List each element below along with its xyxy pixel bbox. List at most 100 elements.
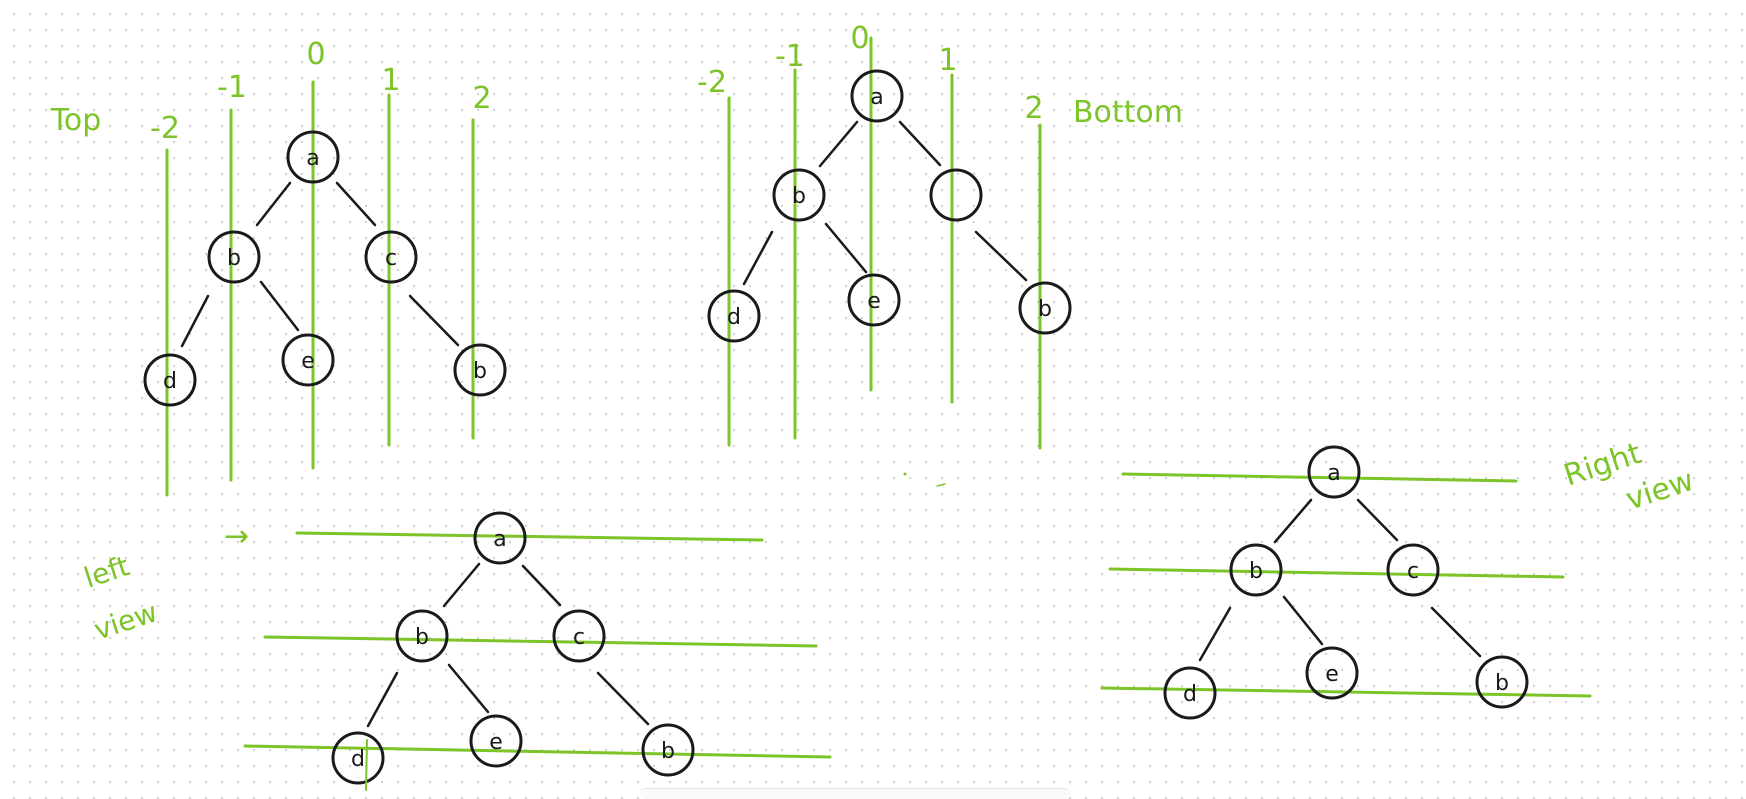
node-label: b	[1038, 297, 1052, 322]
stray-dash	[936, 483, 946, 487]
node-label: e	[867, 289, 881, 314]
left-view-title-line2: view	[90, 595, 162, 646]
tree-node	[395, 609, 449, 663]
tree-node	[1163, 666, 1217, 720]
top-view-nodes	[143, 130, 507, 407]
edge-a-c	[335, 181, 377, 227]
column-label: 0	[850, 21, 869, 56]
right-view-edges	[1198, 498, 1482, 662]
horizontal-line-level-0	[295, 531, 764, 542]
node-label: b	[1495, 671, 1509, 696]
horizontal-line-level-2	[243, 744, 832, 759]
node-label: d	[351, 747, 365, 772]
edge-c-b	[596, 671, 650, 726]
column-label: 1	[381, 63, 400, 98]
column-label: -1	[217, 70, 247, 105]
bottom-view-nodes	[707, 69, 1072, 343]
top-view-diagram: a b c d e b Top -2 -1 0 1 2	[50, 37, 507, 497]
tree-node	[473, 511, 527, 565]
horizontal-line-level-1	[1108, 567, 1565, 579]
left-view-diagram: a b c d e b left view →	[80, 511, 832, 791]
column-label: 1	[938, 43, 957, 78]
edge-b-e	[1282, 595, 1324, 646]
node-label: b	[1249, 559, 1263, 584]
edge-b-d	[180, 294, 210, 348]
tree-node	[1307, 445, 1361, 499]
tree-node	[1386, 543, 1440, 597]
top-view-edges	[180, 181, 460, 348]
bottom-view-vertical-lines	[727, 36, 1042, 450]
left-view-horizontal-lines	[243, 531, 832, 759]
edge-a-c	[898, 120, 942, 167]
column-label: -2	[150, 111, 180, 146]
column-label: 0	[306, 37, 325, 72]
tree-node	[847, 273, 901, 327]
bottom-view-diagram: a b d e b Bottom -2 -1 0 1 2	[697, 21, 1183, 450]
tree-node	[364, 230, 418, 284]
top-view-vertical-lines	[165, 80, 475, 497]
tree-node	[207, 230, 261, 284]
bottom-view-title: Bottom	[1073, 95, 1183, 130]
tree-node	[143, 353, 197, 407]
node-label: b	[227, 246, 241, 271]
node-label: d	[163, 369, 177, 394]
right-view-nodes	[1163, 445, 1529, 720]
node-label: b	[415, 625, 429, 650]
edge-a-b	[255, 181, 292, 227]
tree-node	[1018, 281, 1072, 335]
tree-node	[453, 343, 507, 397]
column-label: 2	[1024, 91, 1043, 126]
bottom-view-edges	[742, 120, 1028, 286]
arrow-icon: →	[224, 519, 249, 554]
tree-node	[1475, 655, 1529, 709]
node-label: b	[661, 739, 675, 764]
bottom-toolbar-edge	[640, 788, 1070, 799]
edge-b-d	[1198, 606, 1232, 662]
tree-node	[1305, 646, 1359, 700]
node-label: a	[493, 527, 506, 552]
node-label: c	[1407, 559, 1419, 584]
stray-mark	[365, 739, 368, 791]
node-label: e	[1325, 662, 1339, 687]
horizontal-line-level-0	[1121, 472, 1518, 483]
tree-node	[929, 168, 983, 222]
node-label: d	[1183, 682, 1197, 707]
tree-node	[552, 609, 606, 663]
tree-node	[286, 130, 340, 184]
column-label: 2	[472, 81, 491, 116]
left-view-edges	[366, 562, 650, 728]
node-label: e	[489, 730, 503, 755]
tree-node	[1229, 543, 1283, 597]
horizontal-line-level-1	[263, 635, 818, 648]
node-label: e	[301, 349, 315, 374]
node-label: c	[573, 625, 585, 650]
tree-node	[772, 168, 826, 222]
node-label: c	[385, 246, 397, 271]
top-view-title: Top	[50, 103, 102, 138]
edge-a-b	[818, 120, 859, 168]
tree-node	[850, 69, 904, 123]
edge-a-b	[1273, 498, 1313, 544]
edge-b-e	[824, 222, 868, 274]
edge-b-d	[366, 671, 399, 728]
stray-dot	[903, 472, 907, 476]
edge-b-e	[259, 280, 300, 332]
edge-c-b	[1430, 606, 1482, 658]
node-label: b	[473, 359, 487, 384]
edge-a-c	[1356, 498, 1399, 542]
node-label: a	[870, 85, 883, 110]
right-view-diagram: a b c d e b Right view	[1100, 436, 1698, 720]
tree-node	[281, 333, 335, 387]
edge-a-b	[442, 562, 481, 608]
node-label: a	[1327, 461, 1340, 486]
edge-c-b	[408, 294, 460, 347]
column-label: -1	[775, 39, 805, 74]
left-view-nodes	[331, 511, 695, 785]
node-label: d	[727, 305, 741, 330]
edge-b-d	[742, 230, 774, 286]
node-label: b	[792, 184, 806, 209]
edge-c-b	[974, 230, 1028, 282]
tree-node	[707, 289, 761, 343]
tree-node	[469, 714, 523, 768]
